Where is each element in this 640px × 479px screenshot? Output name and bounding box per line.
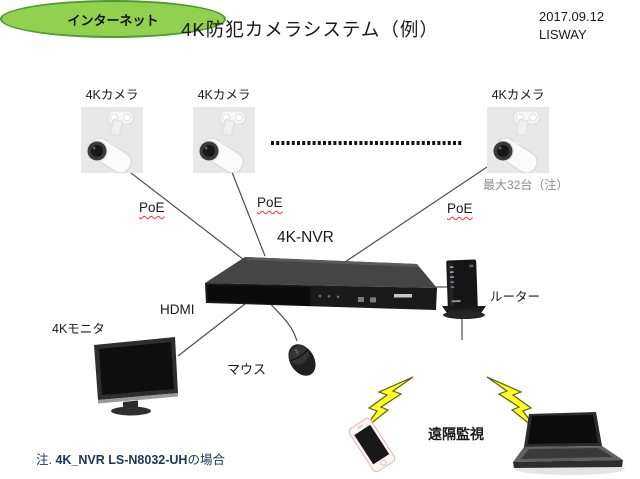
- poe-label-3: PoE: [447, 201, 473, 216]
- date-text: 2017.09.12: [539, 9, 605, 24]
- camera2-icon: [193, 107, 255, 173]
- laptop-icon: [513, 412, 625, 475]
- poe-label-1: PoE: [139, 200, 165, 215]
- footnote-suffix: の場合: [187, 453, 225, 467]
- date-company-block: 2017.09.12 LISWAY: [539, 8, 604, 44]
- line-camera1-nvr: [117, 162, 249, 264]
- poe-label-2: PoE: [257, 195, 283, 210]
- internet-label: インターネット: [67, 12, 159, 28]
- page-title: 4K防犯カメラシステム（例）: [181, 19, 439, 40]
- router-device-icon: [442, 259, 486, 319]
- company-text: LISWAY: [539, 27, 587, 42]
- internet-cloud: インターネット: [0, 0, 226, 38]
- camera1-icon: [81, 107, 143, 173]
- footnote: 注. 4K_NVR LS-N8032-UHの場合: [36, 449, 225, 468]
- camera2-label: 4Kカメラ: [197, 88, 251, 102]
- monitor-device-icon: [94, 337, 178, 416]
- remote-monitoring-label: 遠隔監視: [428, 426, 484, 442]
- nvr-label: 4K-NVR: [277, 229, 334, 246]
- camera1-label: 4Kカメラ: [85, 88, 139, 102]
- monitor-label: 4Kモニタ: [52, 322, 105, 336]
- router-label: ルーター: [490, 290, 541, 304]
- mouse-label: マウス: [227, 362, 267, 377]
- hdmi-label: HDMI: [160, 302, 195, 317]
- footnote-model: 4K_NVR LS-N8032-UH: [55, 453, 188, 467]
- line-nvr-monitor-hdmi: [177, 299, 251, 357]
- nvr-device-icon: [205, 257, 437, 310]
- mouse-device-icon: [288, 344, 316, 376]
- line-camera3-nvr: [344, 156, 503, 263]
- max-units-note: 最大32台（注）: [483, 178, 569, 192]
- smartphone-icon: [348, 417, 396, 473]
- line-camera2-nvr: [227, 161, 266, 257]
- footnote-prefix: 注.: [36, 453, 56, 467]
- camera3-icon: [487, 107, 549, 173]
- camera3-label: 4Kカメラ: [491, 88, 545, 102]
